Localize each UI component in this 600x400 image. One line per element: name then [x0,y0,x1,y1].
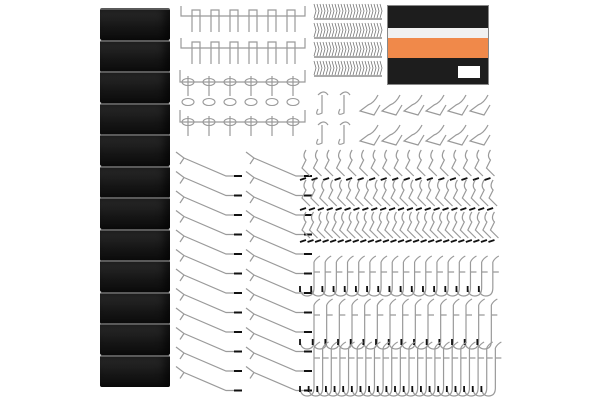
storage-bins-stack [100,8,172,396]
box-sticker [458,66,480,78]
box-orange-band [388,38,488,58]
storage-bin [100,197,170,229]
storage-bin [100,102,170,135]
storage-bin [100,291,170,324]
storage-bin [100,71,170,103]
product-box [387,5,489,85]
box-label-band [388,28,488,38]
storage-bin [100,323,170,355]
storage-bin [100,260,170,292]
storage-bin [100,165,170,198]
storage-bin [100,134,170,166]
storage-bin [100,228,170,261]
storage-bin [100,354,170,387]
storage-bin [100,39,170,72]
storage-bin [100,8,170,40]
